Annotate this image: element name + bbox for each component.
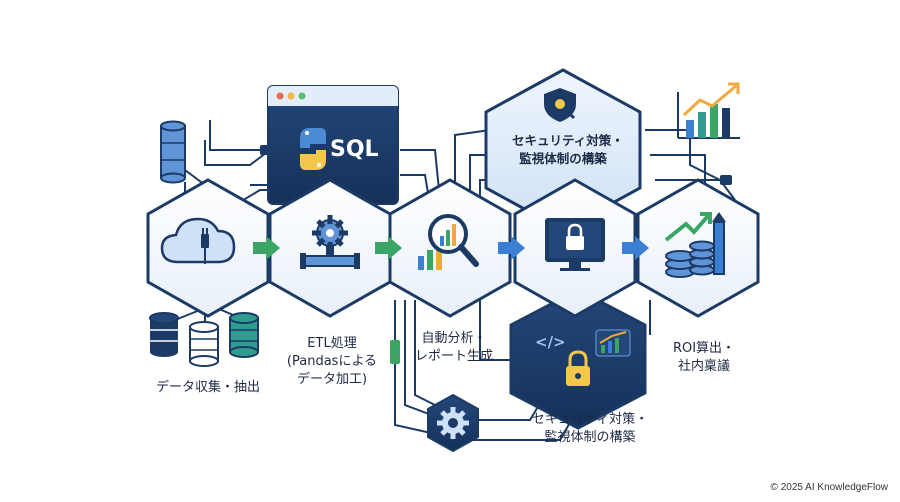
- step-3-label: 自動分析・ レポート生成: [404, 330, 504, 366]
- step-2-label-line-1: ETL処理: [307, 336, 357, 351]
- hex-step-5: [636, 178, 760, 318]
- database-icon: [229, 312, 259, 358]
- sql-window: [267, 85, 399, 205]
- step-5-label-line-1: ROI算出・: [672, 341, 736, 356]
- flow-arrows: [253, 236, 649, 260]
- gear-pipe-icon: [300, 215, 360, 269]
- coins-growth-icon: [664, 212, 726, 278]
- padlock-icon: [566, 350, 590, 386]
- hex-step-3: [388, 178, 512, 318]
- python-logo-icon: [300, 128, 326, 170]
- bottom-security-hex: [509, 288, 647, 430]
- cloud-plug-icon: [160, 217, 236, 264]
- arrow-3-4: [498, 236, 525, 260]
- step-2-label: ETL処理 (Pandasによる データ加工): [272, 335, 392, 389]
- hex-step-4: [513, 178, 637, 318]
- step-3-label-line-2: レポート生成: [414, 349, 493, 364]
- step-2-label-line-3: データ加工): [296, 372, 368, 387]
- shield-search-icon: [544, 88, 576, 122]
- sql-window-text: SQL: [330, 137, 379, 162]
- step-2-label-line-2: (Pandasによる: [286, 354, 378, 369]
- database-icon: [189, 321, 219, 367]
- step-5-label: ROI算出・ 社内稟議: [654, 340, 754, 376]
- monitor-lock-icon: [545, 218, 605, 271]
- copyright-credit: © 2025 AI KnowledgeFlow: [770, 482, 888, 493]
- database-icon: [160, 120, 186, 184]
- arrow-4-5: [622, 236, 649, 260]
- gear-hex: [427, 393, 479, 453]
- mini-chart-icon: [595, 329, 631, 357]
- step-3-label-line-1: 自動分析・: [421, 331, 487, 346]
- top-hex-label: セキュリティ対策・ 監視体制の構築: [512, 132, 624, 168]
- code-badge: </>: [535, 333, 566, 351]
- step-4-label-line-1: セキュリティ対策・: [531, 412, 649, 427]
- arrow-2-3: [375, 236, 402, 260]
- step-4-label: セキュリティ対策・ 監視体制の構築: [515, 411, 665, 447]
- hex-step-1: [146, 178, 270, 318]
- database-icon: [149, 312, 179, 357]
- step-1-label: データ収集・抽出: [155, 380, 260, 395]
- gear-icon: [437, 407, 469, 439]
- top-security-hex: [484, 68, 642, 232]
- step-5-label-line-2: 社内稟議: [677, 359, 730, 374]
- top-hex-label-line-1: セキュリティ対策・: [512, 133, 624, 148]
- step-4-label-line-2: 監視体制の構築: [544, 430, 636, 445]
- top-hex-label-line-2: 監視体制の構築: [519, 151, 607, 166]
- database-icons: [149, 312, 259, 367]
- magnifier-chart-icon: [418, 214, 479, 270]
- arrow-1-2: [253, 236, 280, 260]
- growth-chart-icon: [677, 82, 740, 139]
